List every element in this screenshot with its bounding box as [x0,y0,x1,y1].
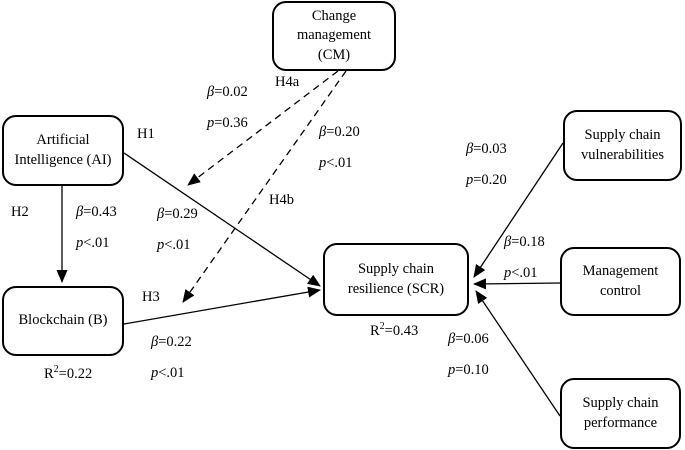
r-squared-scr: R2=0.43 [370,321,419,339]
path-stats-h4b: β=0.20 p<.01 [319,124,360,186]
node-artificial-intelligence-label: Artificial Intelligence (AI) [14,132,112,168]
p-value: p<.01 [504,265,538,281]
node-change-management: Change management (CM) [272,1,396,71]
hypothesis-label-h2: H2 [11,204,29,220]
beta-value: β=0.20 [319,124,360,140]
p-value: p=0.10 [448,362,489,378]
node-supply-chain-vulnerabilities-label: Supply chain vulnerabilities [581,127,664,163]
p-value: p<.01 [151,365,185,381]
path-stats-h1: β=0.29 p<.01 [157,206,198,268]
beta-value: β=0.03 [466,141,507,157]
p-value: p<.01 [319,155,353,171]
beta-value: β=0.06 [448,331,489,347]
r-squared-blockchain: R2=0.22 [44,364,93,382]
p-value: p=0.36 [207,115,248,131]
node-management-control: Management control [560,247,681,316]
node-supply-chain-performance: Supply chain performance [560,378,681,449]
node-blockchain: Blockchain (B) [2,286,124,356]
path-stats-management-control: β=0.18 p<.01 [504,234,545,296]
path-stats-vulnerabilities: β=0.03 p=0.20 [466,141,507,203]
path-stats-h3: β=0.22 p<.01 [151,334,192,396]
node-blockchain-label: Blockchain (B) [18,312,108,329]
path-stats-h4a: β=0.02 p=0.36 [207,84,248,146]
path-stats-h2: β=0.43 p<.01 [76,204,117,266]
node-supply-chain-vulnerabilities: Supply chain vulnerabilities [563,110,682,181]
beta-value: β=0.02 [207,84,248,100]
beta-value: β=0.22 [151,334,192,350]
hypothesis-label-h4b: H4b [269,192,294,208]
node-change-management-label: Change management (CM) [296,8,372,63]
edge-ai-scr [123,152,321,287]
p-value: p=0.20 [466,172,507,188]
hypothesis-label-h3: H3 [142,289,160,305]
node-supply-chain-resilience: Supply chain resilience (SCR) [323,243,469,316]
beta-value: β=0.29 [157,206,198,222]
hypothesis-label-h1: H1 [137,126,155,142]
beta-value: β=0.43 [76,204,117,220]
p-value: p<.01 [76,235,110,251]
node-supply-chain-resilience-label: Supply chain resilience (SCR) [347,261,445,297]
node-management-control-label: Management control [582,263,659,299]
node-supply-chain-performance-label: Supply chain performance [582,395,659,431]
path-stats-performance: β=0.06 p=0.10 [448,331,489,393]
beta-value: β=0.18 [504,234,545,250]
p-value: p<.01 [157,237,191,253]
hypothesis-label-h4a: H4a [275,74,300,90]
node-artificial-intelligence: Artificial Intelligence (AI) [2,115,124,186]
